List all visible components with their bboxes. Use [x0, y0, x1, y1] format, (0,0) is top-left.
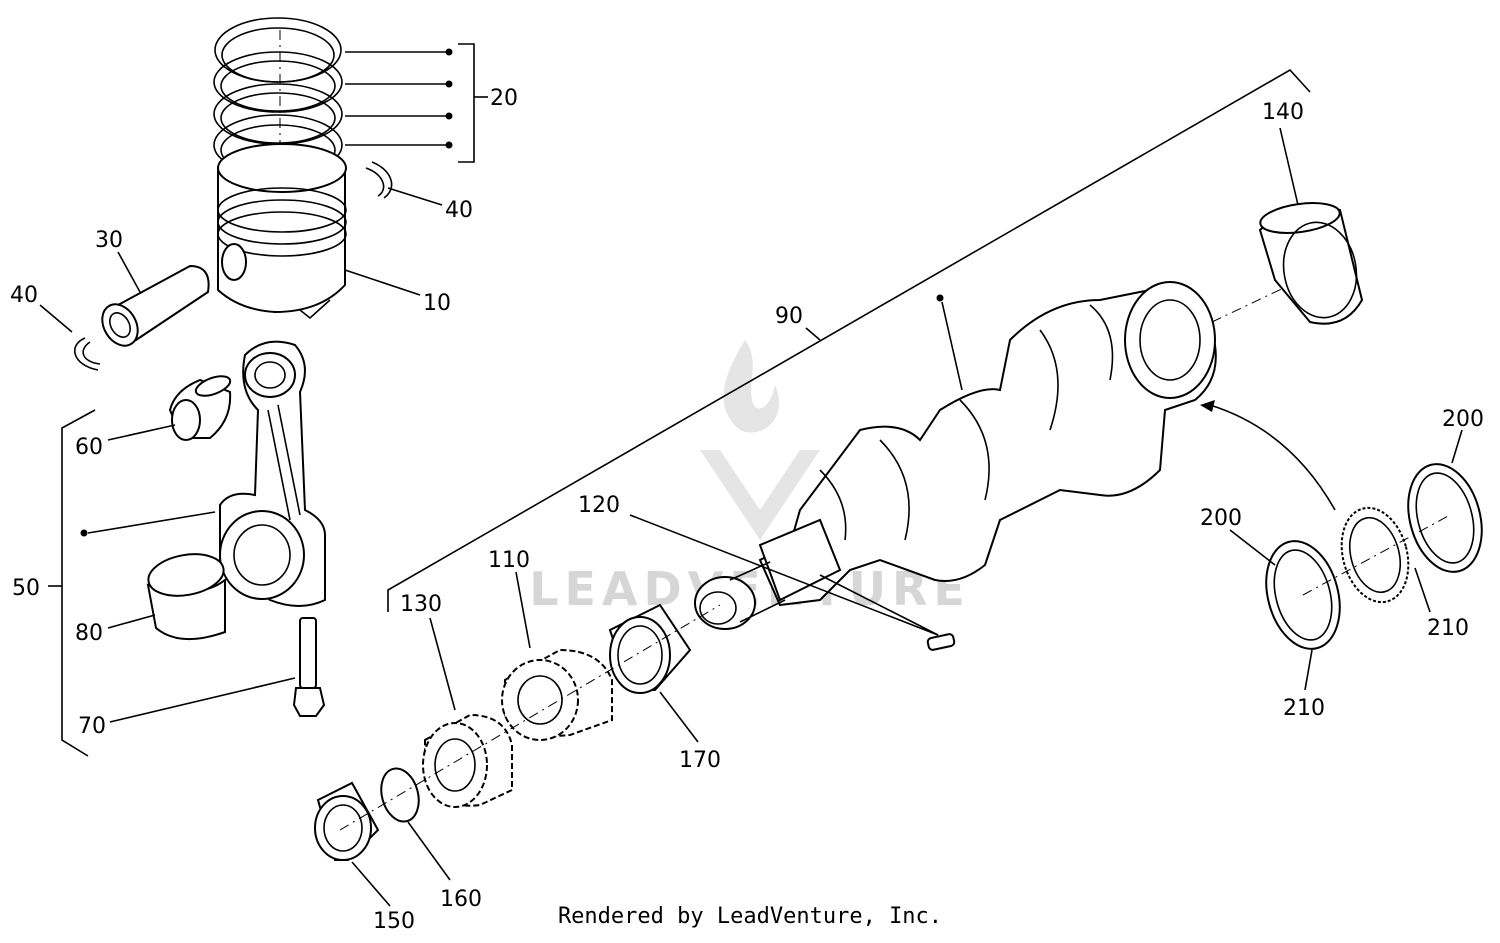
crankshaft-key-part[interactable]: [926, 633, 956, 651]
callout-200-left: 200: [1200, 506, 1242, 531]
callout-60: 60: [75, 435, 103, 460]
callout-10: 10: [423, 291, 451, 316]
footer-credit: Rendered by LeadVenture, Inc.: [557, 904, 943, 929]
rear-centerline: [1302, 514, 1451, 596]
callout-90: 90: [775, 304, 803, 329]
callout-170: 170: [679, 748, 721, 773]
leader-lines: [39, 43, 1463, 907]
callouts: 20 40 10 30 40 60 50 80 70 90 120 110 13…: [10, 86, 1484, 934]
callout-140: 140: [1262, 100, 1304, 125]
callout-200-right: 200: [1442, 407, 1484, 432]
circlip-right-part[interactable]: [365, 161, 393, 199]
main-bearing-flanged-part[interactable]: [1200, 400, 1418, 610]
front-centerline: [339, 604, 721, 831]
bracket-90: [387, 68, 1311, 612]
callout-30: 30: [95, 228, 123, 253]
piston-part[interactable]: [217, 143, 347, 320]
callout-210-right: 210: [1427, 616, 1469, 641]
collar-part[interactable]: [314, 781, 380, 861]
crankshaft-gear-small-part[interactable]: [422, 713, 513, 808]
circlip-left-part[interactable]: [74, 337, 101, 371]
main-bearing-front-part[interactable]: [608, 603, 692, 694]
crankshaft-part[interactable]: [694, 281, 1291, 630]
callout-130: 130: [400, 592, 442, 617]
callout-20: 20: [490, 86, 518, 111]
main-bearing-rear-part[interactable]: [1258, 199, 1364, 325]
callout-210-left: 210: [1283, 696, 1325, 721]
bushing-part[interactable]: [168, 372, 233, 441]
callout-50: 50: [12, 576, 40, 601]
callout-150: 150: [373, 909, 415, 934]
callout-160: 160: [440, 887, 482, 912]
callout-110: 110: [488, 548, 530, 573]
callout-80: 80: [75, 621, 103, 646]
callout-40-right: 40: [445, 198, 473, 223]
callout-120: 120: [578, 493, 620, 518]
conrod-bolt-part[interactable]: [292, 617, 326, 717]
piston-pin-part[interactable]: [95, 264, 210, 352]
connecting-rod-part[interactable]: [219, 340, 326, 607]
callout-40-left: 40: [10, 283, 38, 308]
crankshaft-gear-large-part[interactable]: [501, 648, 613, 741]
callout-70: 70: [78, 714, 106, 739]
conrod-bearing-part[interactable]: [145, 549, 227, 641]
